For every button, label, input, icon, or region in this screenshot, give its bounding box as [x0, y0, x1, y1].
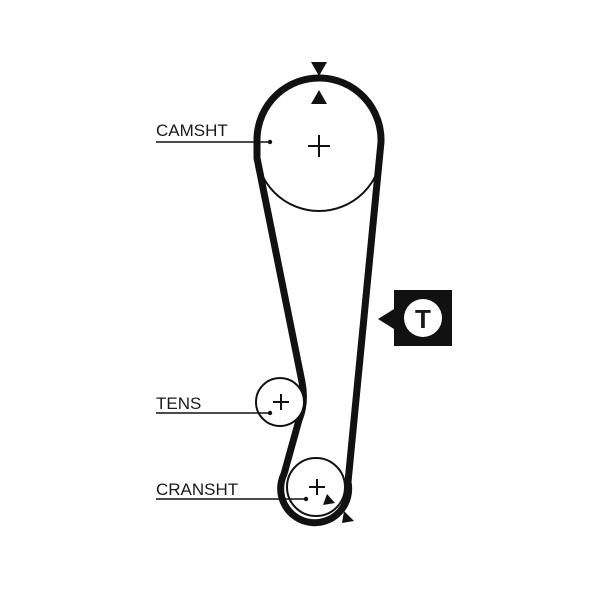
tension-badge-circle [404, 299, 442, 337]
tension-badge: T [378, 290, 452, 346]
crankshaft-center-cross [309, 479, 325, 495]
timing-belt [253, 74, 385, 527]
tension-badge-pointer [378, 309, 394, 329]
camshaft-leader-dot [267, 139, 273, 145]
timing-mark-crankshaft-arrow [323, 494, 335, 505]
crankshaft-label: CRANSHT [156, 480, 238, 499]
camshaft-center-cross [308, 135, 330, 157]
tensioner-label: TENS [156, 394, 201, 413]
timing-mark-top-arrow [311, 62, 327, 76]
tension-badge-letter: T [415, 304, 431, 334]
timing-mark-camshaft-arrow [311, 90, 327, 104]
tensioner-leader-dot [267, 410, 273, 416]
timing-mark-bottom-arrow [342, 511, 354, 523]
tensioner-center-cross [273, 394, 289, 410]
camshaft-label: CAMSHT [156, 121, 228, 140]
crankshaft-leader-dot [303, 496, 309, 502]
camshaft-pulley [255, 147, 383, 212]
